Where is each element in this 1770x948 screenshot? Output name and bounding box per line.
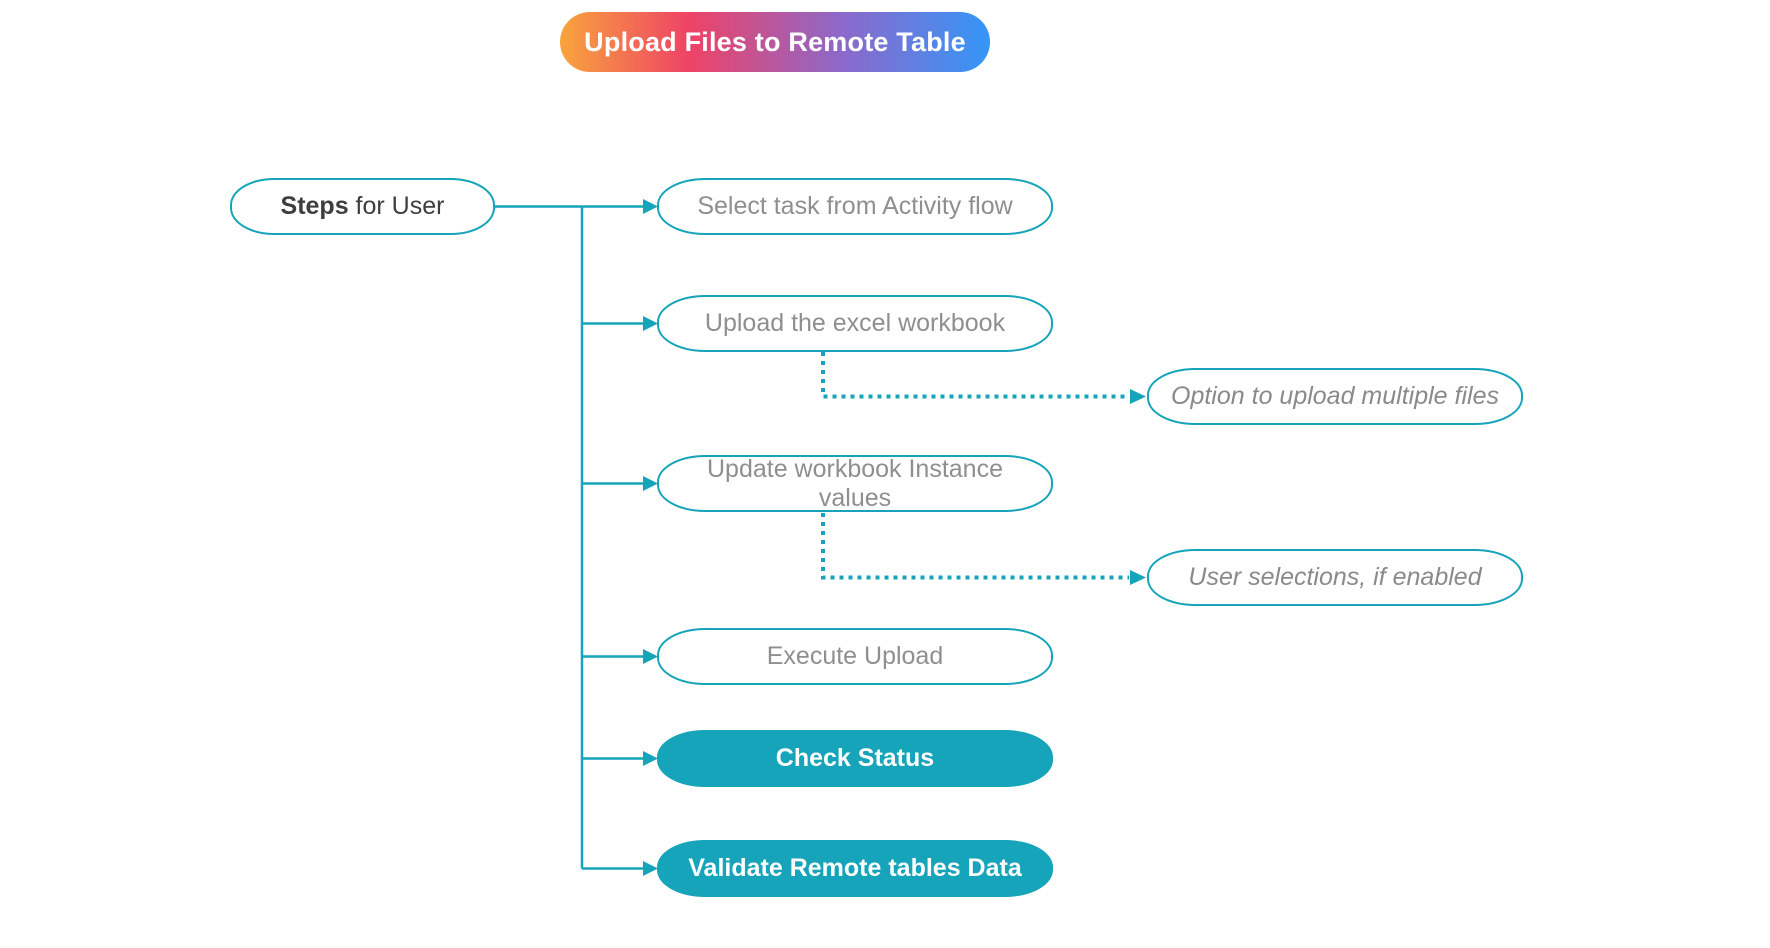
node-select-task-label: Select task from Activity flow (697, 192, 1013, 220)
arrowhead-update-values (643, 476, 658, 491)
node-check-status: Check Status (657, 730, 1053, 787)
node-note-multiple-files: Option to upload multiple files (1147, 368, 1523, 425)
node-validate-data-label: Validate Remote tables Data (688, 854, 1022, 882)
arrowhead-multiple-files (1130, 389, 1146, 404)
node-validate-data: Validate Remote tables Data (657, 840, 1053, 897)
node-execute-upload-label: Execute Upload (766, 642, 944, 670)
node-select-task: Select task from Activity flow (657, 178, 1053, 235)
node-steps-bold-text: Steps (280, 192, 349, 220)
node-upload-workbook-label: Upload the excel workbook (704, 309, 1006, 337)
node-update-values-label: Update workbook Instance values (706, 454, 1003, 512)
arrowhead-select-task (643, 199, 658, 214)
node-steps-for-user: Steps for User (230, 178, 495, 235)
diagram-title-label: Upload Files to Remote Table (584, 26, 966, 57)
node-steps-rest-text: for User (348, 192, 445, 220)
node-note-multiple-files-label: Option to upload multiple files (1171, 382, 1499, 410)
node-execute-upload: Execute Upload (657, 628, 1053, 685)
arrowhead-user-selections (1130, 570, 1146, 585)
arrowhead-upload-workbook (643, 316, 658, 331)
node-check-status-label: Check Status (775, 744, 935, 772)
diagram-title: Upload Files to Remote Table (560, 12, 990, 72)
arrowhead-execute-upload (643, 649, 658, 664)
arrowhead-validate-data (643, 861, 658, 876)
node-note-user-selections-label: User selections, if enabled (1188, 563, 1482, 591)
arrowhead-check-status (643, 751, 658, 766)
dotted-connector-multiple-files (821, 352, 1129, 399)
node-update-values: Update workbook Instance values (657, 455, 1053, 512)
node-note-user-selections: User selections, if enabled (1147, 549, 1523, 606)
node-steps-for-user-label: Steps for User (281, 192, 445, 221)
node-upload-workbook: Upload the excel workbook (657, 295, 1053, 352)
dotted-connector-user-selections (821, 513, 1129, 580)
